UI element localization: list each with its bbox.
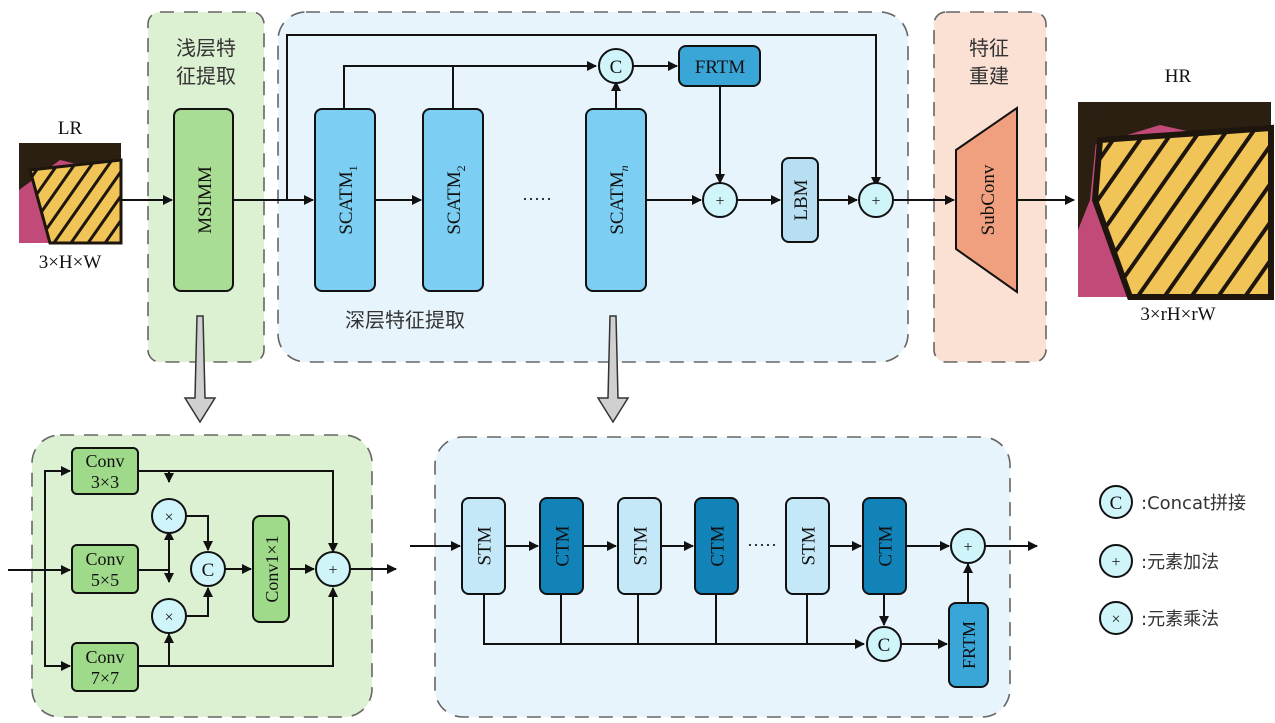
msimm-label: MSIMM: [195, 166, 216, 234]
conv7-line1: Conv: [85, 647, 124, 667]
subconv-label: SubConv: [978, 164, 999, 235]
shallow-title-line2: 征提取: [176, 64, 236, 88]
dense-connection-line: [343, 61, 597, 109]
legend-add-symbol: +: [1111, 554, 1120, 571]
stm-ctm-chain: STM CTM STM CTM STM CTM: [461, 497, 907, 595]
hr-size-label: 3×rH×rW: [1140, 304, 1215, 325]
legend-mul-text: :元素乘法: [1141, 609, 1219, 630]
frtm-label-top: FRTM: [695, 57, 746, 78]
scatm-1-label: SCATM1: [336, 165, 360, 234]
add-op-msimm-label: +: [328, 562, 337, 579]
conv7-out-line: [138, 587, 338, 667]
global-skip-line: [286, 34, 881, 200]
concat-op-msimm-label: C: [202, 560, 215, 581]
legend-mul-icon: [1099, 601, 1133, 635]
lr-size-label: 3×H×W: [39, 252, 102, 273]
recon-title-line1: 特征: [969, 36, 1009, 60]
lr-image: [19, 143, 123, 245]
legend: C :Concat拼接 + :元素加法 × :元素乘法: [1099, 485, 1246, 635]
conv5-line2: 5×5: [91, 570, 119, 590]
mul-op-1-label: ×: [164, 509, 173, 526]
shallow-title-line1: 浅层特: [176, 36, 236, 60]
conv3-out-line: [138, 470, 338, 553]
frtm-label-bottom: FRTM: [959, 621, 979, 669]
lr-label: LR: [58, 118, 83, 139]
concat-op-scatm-label: C: [878, 635, 891, 656]
expand-scatm-arrow: [596, 315, 630, 424]
stm-label-3: STM: [631, 526, 652, 565]
add-op-scatm-label: +: [963, 539, 972, 556]
legend-concat-symbol: C: [1110, 493, 1123, 514]
legend-add-icon: [1099, 544, 1133, 578]
add-op-2-label: +: [871, 193, 880, 210]
mul2-to-concat: [186, 587, 213, 617]
ctm-label-4: CTM: [708, 525, 729, 566]
conv3-line2: 3×3: [91, 472, 119, 492]
conv5-line1: Conv: [85, 549, 124, 569]
add-op-1-label: +: [715, 193, 724, 210]
ctm-label-6: CTM: [876, 525, 897, 566]
conv7-line2: 7×7: [91, 668, 119, 688]
subconv-block[interactable]: [955, 106, 1018, 294]
scatm-n-label: SCATMn: [607, 165, 631, 234]
legend-concat-icon: [1099, 485, 1133, 519]
scatm-2-label: SCATM2: [444, 165, 468, 234]
hr-label: HR: [1165, 66, 1192, 87]
expand-msimm-arrow: [183, 315, 217, 424]
legend-add-text: :元素加法: [1141, 552, 1219, 573]
collector-line: [483, 594, 865, 649]
conv1x1-label: Conv1×1: [262, 535, 282, 602]
legend-mul-symbol: ×: [1111, 611, 1120, 628]
ctm-label-2: CTM: [553, 525, 574, 566]
lbm-label: LBM: [791, 179, 812, 220]
scatm-ellipsis: ·····: [522, 189, 552, 209]
deep-title: 深层特征提取: [345, 308, 465, 332]
conv3-line1: Conv: [85, 451, 124, 471]
mul1-to-concat: [186, 515, 213, 551]
mul-op-2-label: ×: [164, 609, 173, 626]
legend-concat-text: :Concat拼接: [1141, 493, 1246, 514]
stm-label-5: STM: [799, 526, 820, 565]
recon-title-line2: 重建: [969, 64, 1009, 88]
hr-image: [1078, 102, 1274, 300]
stm-label-1: STM: [475, 526, 496, 565]
stm-ellipsis: ·····: [747, 535, 777, 555]
concat-op-top-label: C: [610, 57, 623, 78]
